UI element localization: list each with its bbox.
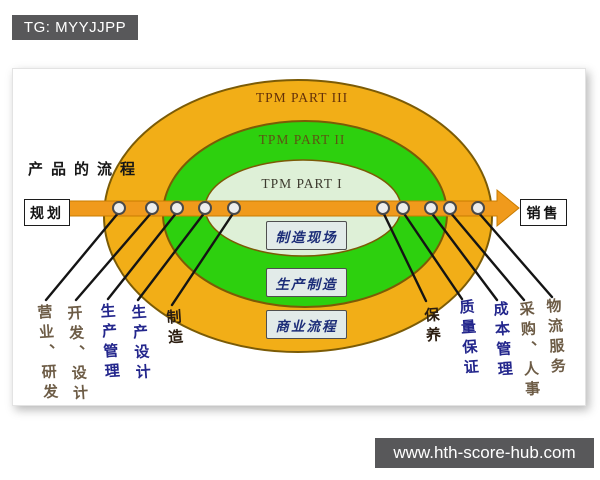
connector-lines bbox=[44, 210, 554, 307]
flow-title: 产品的流程 bbox=[28, 162, 144, 178]
center-box-production: 生产制造 bbox=[266, 268, 347, 297]
center-box-business: 商业流程 bbox=[266, 310, 347, 339]
flow-nodes bbox=[112, 201, 485, 215]
flow-start-box: 规划 bbox=[24, 199, 70, 226]
dept-label-manufacturing: 制造 bbox=[164, 308, 183, 350]
center-box-shopfloor: 制造现场 bbox=[266, 221, 347, 250]
ring-label-tpm2: TPM PART II bbox=[258, 132, 346, 147]
ring-label-tpm1: TPM PART I bbox=[261, 176, 343, 191]
ring-label-tpm3: TPM PART III bbox=[255, 90, 349, 105]
dept-label-maintenance: 保养 bbox=[422, 306, 441, 348]
flow-arrow bbox=[67, 188, 520, 228]
watermark-top-left: TG: MYYJJPP bbox=[12, 15, 138, 40]
watermark-url: www.hth-score-hub.com bbox=[375, 438, 594, 468]
flow-end-box: 销售 bbox=[520, 199, 567, 226]
